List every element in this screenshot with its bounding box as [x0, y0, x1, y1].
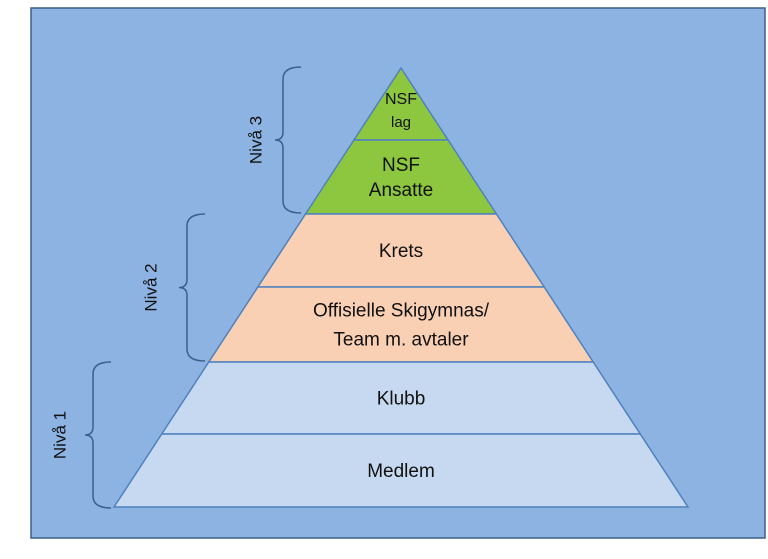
pyramid-tier-4	[207, 286, 595, 363]
pyramid-tier-5-label: Klubb	[377, 389, 426, 410]
pyramid-tier-2-label: Ansatte	[369, 180, 433, 201]
level-label-1: Nivå 1	[50, 411, 69, 459]
level-bracket-1	[84, 361, 112, 509]
pyramid-tier-4-label: Team m. avtaler	[333, 330, 469, 351]
level-label-2: Nivå 2	[141, 263, 160, 311]
pyramid-tier-1-label: lag	[391, 114, 411, 131]
pyramid-tier-6	[112, 433, 690, 508]
level-label-3: Nivå 3	[246, 116, 265, 164]
pyramid-tier-1-label: NSF	[385, 91, 417, 108]
pyramid-tier-4-label: Offisielle Skigymnas/	[313, 301, 490, 322]
level-bracket-2	[178, 213, 206, 362]
level-bracket-3	[274, 66, 302, 214]
level-brackets: Nivå 3 Nivå 2 Nivå 1	[50, 66, 302, 509]
pyramid-tier-2-label: NSF	[382, 155, 420, 176]
pyramid-tier-6-label: Medlem	[367, 461, 435, 482]
pyramid-tier-3-label: Krets	[379, 241, 423, 262]
